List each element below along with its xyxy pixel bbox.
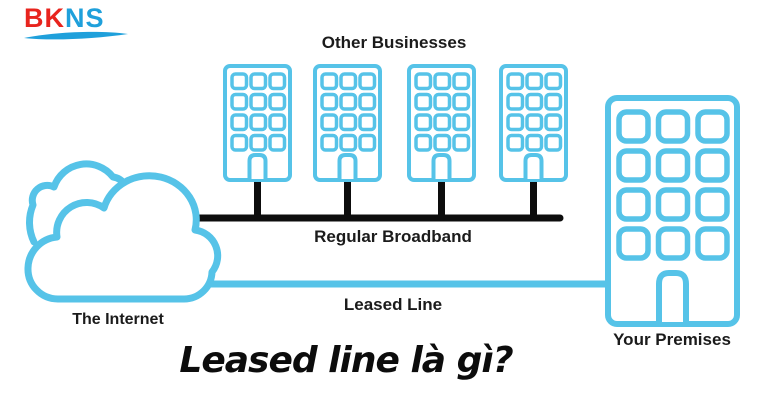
page-title: Leased line là gì? (179, 340, 513, 381)
office-building-icon (223, 64, 292, 182)
bkns-logo: BKNS (24, 5, 134, 41)
your-premises-label: Your Premises (613, 330, 731, 349)
logo-bk: BK (24, 3, 65, 33)
office-building-icon (407, 64, 476, 182)
other-businesses-label: Other Businesses (321, 33, 467, 52)
leased-line-label: Leased Line (343, 295, 443, 314)
internet-cloud-icon (24, 160, 222, 303)
premises-building-icon (608, 98, 737, 324)
regular-broadband-label: Regular Broadband (314, 227, 472, 246)
logo-swoosh-icon (24, 31, 128, 40)
office-building-icon (499, 64, 568, 182)
logo-ns: NS (65, 3, 105, 33)
the-internet-label: The Internet (72, 311, 164, 328)
bkns-logo-text: BKNS (24, 3, 105, 33)
office-building-icon (313, 64, 382, 182)
regular-broadband-line (174, 176, 564, 222)
